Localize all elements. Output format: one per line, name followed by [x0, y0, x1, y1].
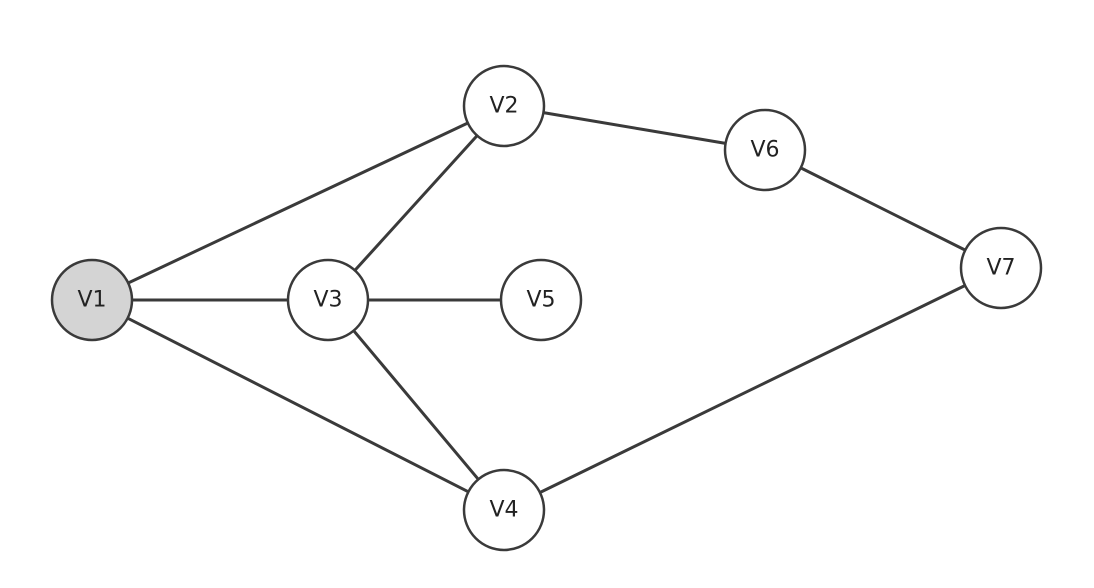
node-v1: V1	[50, 258, 134, 342]
edge-v3-v4	[352, 329, 480, 481]
node-v5: V5	[499, 258, 583, 342]
node-label-v6: V6	[750, 138, 779, 163]
edge-v1-v2	[126, 121, 470, 285]
node-circle-v7	[959, 226, 1043, 310]
node-circle-v4	[462, 468, 546, 552]
node-label-v2: V2	[489, 94, 518, 119]
node-circle-v3	[286, 258, 370, 342]
node-circle-v5	[499, 258, 583, 342]
node-label-v1: V1	[77, 288, 106, 313]
edge-v1-v4	[126, 316, 470, 494]
edge-v4-v7	[538, 284, 967, 494]
node-v4: V4	[462, 468, 546, 552]
node-label-v5: V5	[526, 288, 555, 313]
edges-layer	[126, 111, 967, 494]
node-v2: V2	[462, 64, 546, 148]
node-label-v7: V7	[986, 256, 1015, 281]
node-circle-v6	[723, 108, 807, 192]
node-label-v3: V3	[313, 288, 342, 313]
node-circle-v2	[462, 64, 546, 148]
node-label-v4: V4	[489, 498, 518, 523]
node-v7: V7	[959, 226, 1043, 310]
edge-v2-v6	[541, 111, 728, 145]
edge-v6-v7	[799, 166, 967, 252]
node-v6: V6	[723, 108, 807, 192]
node-circle-v1	[50, 258, 134, 342]
edge-v2-v3	[353, 134, 479, 272]
node-v3: V3	[286, 258, 370, 342]
